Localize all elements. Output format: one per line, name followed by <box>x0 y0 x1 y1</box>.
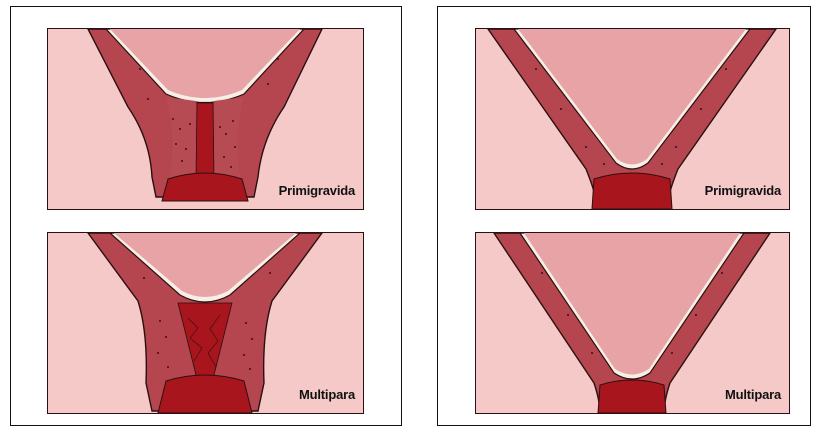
panel-right-primigravida: Primigravida <box>475 28 790 210</box>
panel-left-multipara: Multipara <box>47 232 364 414</box>
panel-right-multipara: Multipara <box>475 232 790 414</box>
panel-label: Multipara <box>723 386 783 403</box>
vaginal-vault <box>592 173 672 209</box>
vaginal-vault <box>158 375 252 413</box>
panel-left-primigravida: Primigravida <box>47 28 364 210</box>
vaginal-vault <box>598 380 666 413</box>
panel-label: Primigravida <box>277 182 357 199</box>
cervical-canal <box>196 103 214 179</box>
panel-label: Primigravida <box>703 182 783 199</box>
panel-label: Multipara <box>297 386 357 403</box>
vaginal-vault <box>162 173 248 201</box>
